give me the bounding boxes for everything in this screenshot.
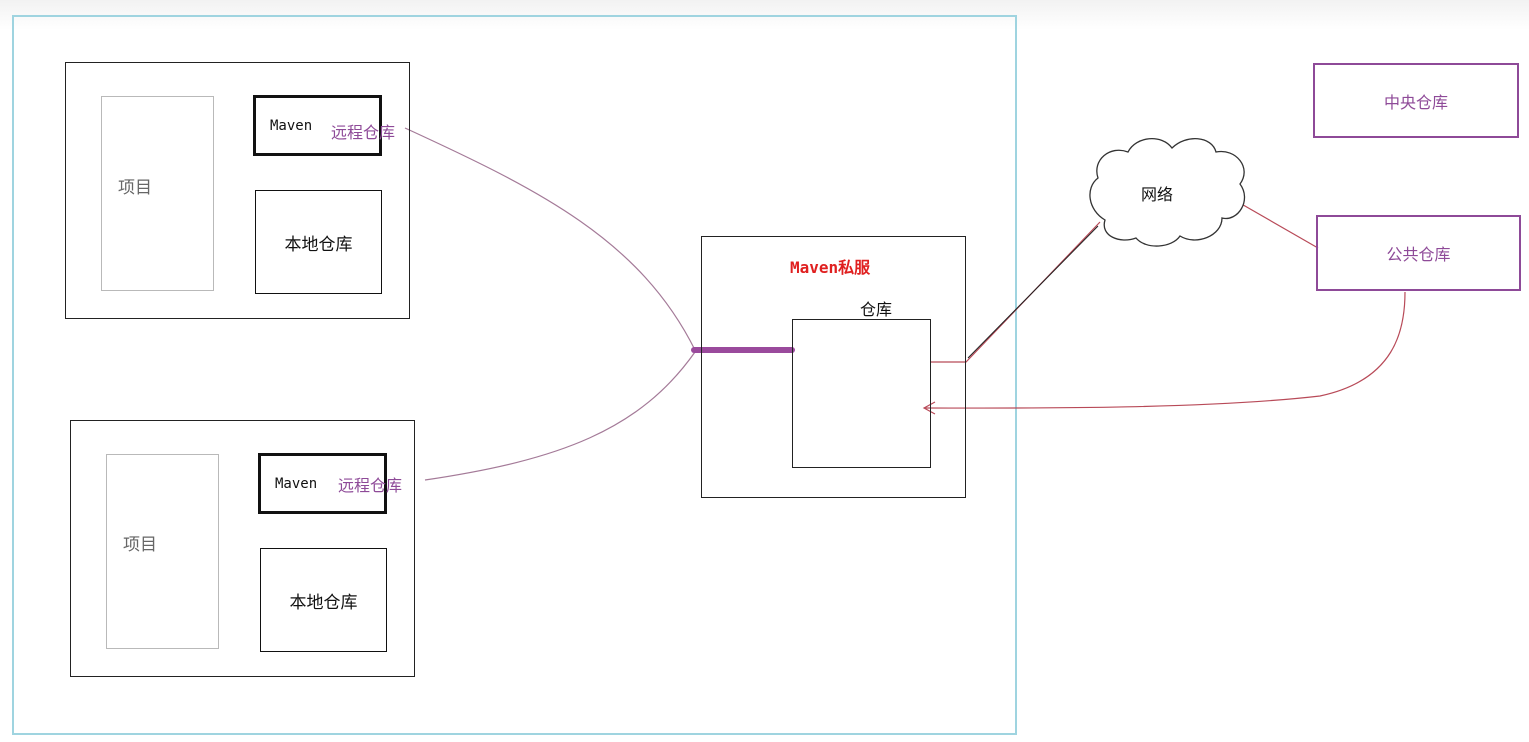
private-server-title: Maven私服	[790, 258, 871, 277]
public-repo-box: 公共仓库	[1316, 215, 1521, 291]
local-repo-box-2: 本地仓库	[260, 548, 387, 652]
central-repo-box: 中央仓库	[1313, 63, 1519, 138]
link-group2-to-server	[424, 351, 696, 481]
project-label-1: 项目	[118, 178, 152, 198]
server-repo-label: 仓库	[860, 300, 893, 319]
project-box-2	[106, 454, 219, 649]
maven-label-2: Maven	[275, 475, 318, 492]
local-repo-label-2: 本地仓库	[289, 592, 358, 613]
network-cloud-icon	[1089, 138, 1246, 247]
remote-repo-label-2: 远程仓库	[338, 476, 403, 495]
local-repo-box-1: 本地仓库	[255, 190, 382, 294]
remote-repo-label-1: 远程仓库	[331, 123, 396, 142]
arrowhead-to-repo	[922, 401, 936, 415]
central-repo-label: 中央仓库	[1383, 92, 1448, 112]
private-server-box	[701, 236, 966, 498]
link-public-to-repo	[924, 291, 1406, 409]
intranet-frame	[12, 15, 1017, 735]
link-group1-to-server	[404, 127, 696, 351]
project-box-1	[101, 96, 214, 291]
link-repo-to-network-dark	[967, 225, 1099, 359]
maven-label-1: Maven	[270, 117, 313, 134]
project-label-2: 项目	[123, 535, 157, 555]
link-network-to-public	[1237, 201, 1319, 249]
developer-box-2	[70, 420, 415, 677]
local-repo-label-1: 本地仓库	[284, 234, 353, 255]
public-repo-label: 公共仓库	[1386, 245, 1451, 264]
maven-box-2: Maven	[258, 453, 387, 514]
maven-box-1: Maven	[253, 95, 382, 156]
server-repo-box	[792, 319, 931, 468]
network-label: 网络	[1141, 185, 1174, 204]
developer-box-1	[65, 62, 410, 319]
